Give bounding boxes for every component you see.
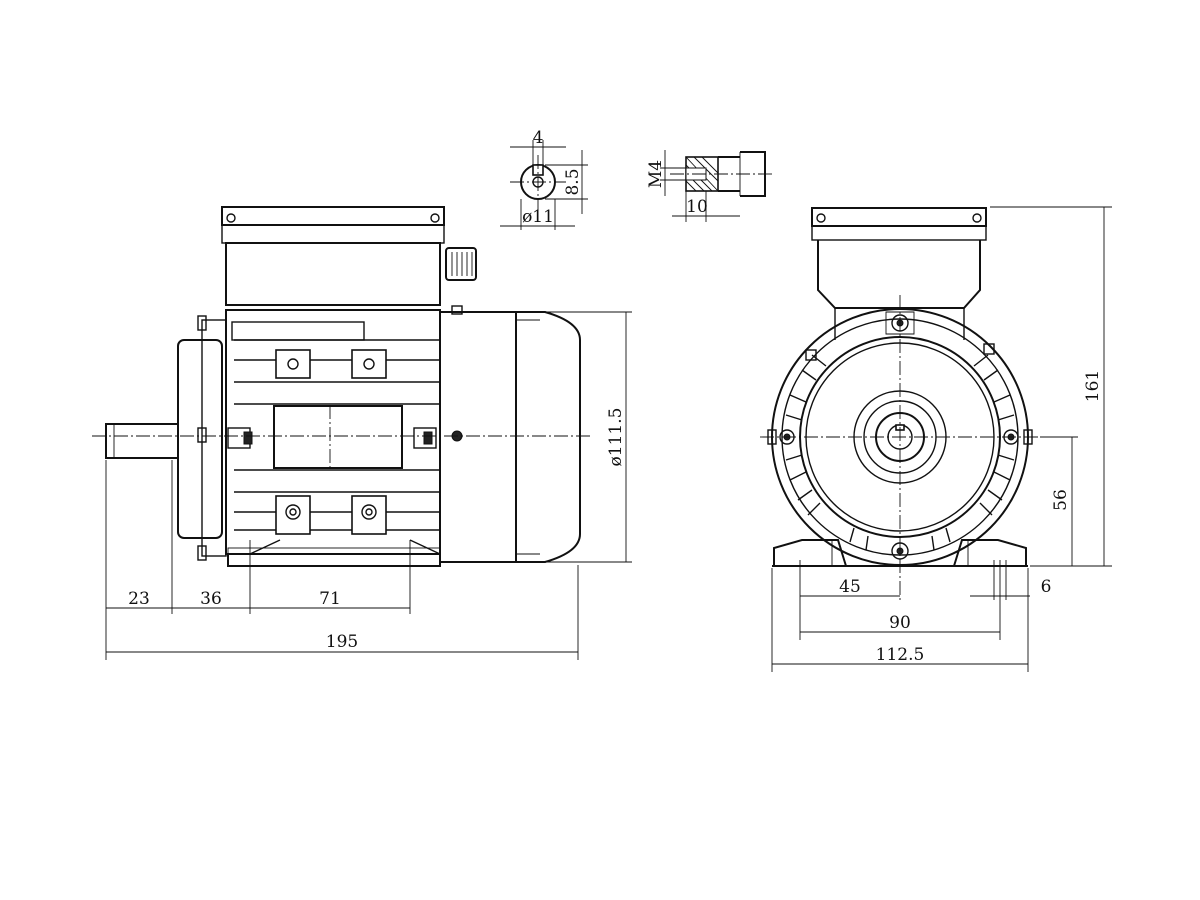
shoulder-to-hole-label: 36: [200, 589, 222, 609]
half-foot-spacing-label: 45: [839, 577, 861, 597]
key-width-label: 4: [533, 128, 544, 148]
shaft-center-height-label: 56: [1051, 489, 1071, 511]
shaft-diameter-label: ø11: [522, 207, 554, 227]
thread-size-label: M4: [646, 160, 666, 188]
shaft-length-label: 23: [128, 589, 150, 609]
foot-hole-spacing-front-label: 90: [889, 613, 911, 633]
motor-side-view: [92, 206, 590, 567]
side-view-dimensions: 23 36 71 195 ø111.5: [105, 311, 632, 660]
overall-height-label: 161: [1083, 370, 1103, 402]
overall-length-label: 195: [326, 632, 358, 652]
front-view-dimensions: 161 56 45 6 90 112.5: [771, 206, 1112, 672]
frame-diameter-label: ø111.5: [606, 408, 626, 467]
foot-width-label: 112.5: [876, 645, 925, 665]
foot-hole-spacing-side-label: 71: [319, 589, 341, 609]
fin-lines: [785, 354, 1015, 551]
foot-hole-diameter-label: 6: [1041, 577, 1052, 597]
key-depth-label: 8.5: [563, 168, 583, 195]
shaft-key-detail: 4 8.5 ø11: [500, 128, 588, 230]
shaft-thread-detail: M4 10: [646, 150, 772, 222]
thread-depth-label: 10: [686, 197, 708, 217]
motor-front-view: [760, 207, 1075, 600]
